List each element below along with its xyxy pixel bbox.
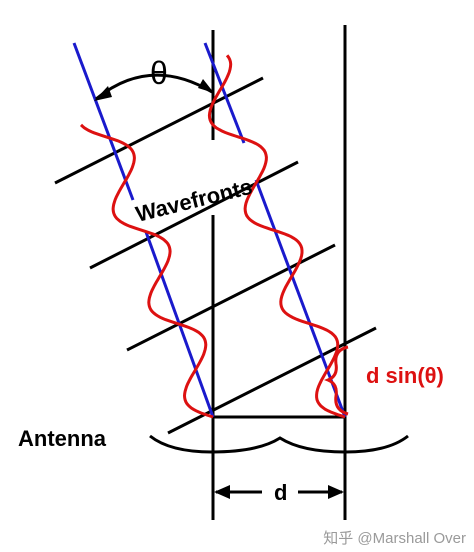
d-arrowhead-right bbox=[328, 485, 344, 499]
theta-arrowhead-left bbox=[94, 86, 112, 101]
wavefront-line-3 bbox=[126, 243, 336, 352]
d-arrowhead-left bbox=[214, 485, 230, 499]
antenna-brace bbox=[149, 434, 409, 454]
wave-left bbox=[79, 123, 214, 419]
wavefronts-label: Wavefronts bbox=[133, 174, 254, 227]
ray-left-upper bbox=[72, 42, 135, 201]
d-sin-theta-label: d sin(θ) bbox=[366, 363, 444, 388]
path-difference-brace bbox=[323, 345, 349, 416]
wavefront-line-4 bbox=[167, 326, 377, 435]
ray-right-upper bbox=[203, 42, 246, 144]
theta-label: θ bbox=[150, 55, 168, 91]
antenna-label: Antenna bbox=[18, 426, 107, 451]
wave-right bbox=[207, 54, 346, 419]
wavefront-line-1 bbox=[54, 76, 264, 185]
d-label: d bbox=[274, 480, 287, 505]
watermark-text: 知乎 @Marshall Over bbox=[323, 530, 466, 547]
wavefront-line-2 bbox=[89, 160, 299, 270]
theta-arrowhead-right bbox=[198, 79, 214, 93]
